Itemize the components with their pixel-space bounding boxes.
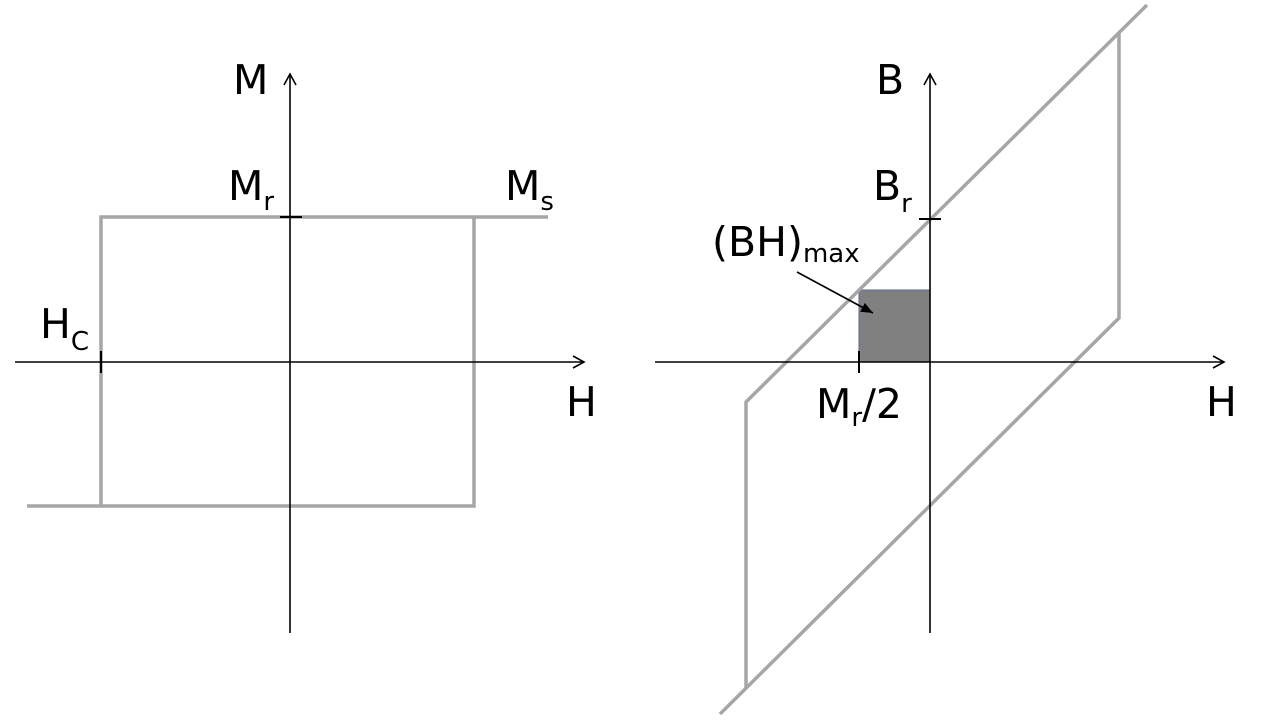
mr-label: Mr bbox=[228, 162, 274, 217]
right-diagram-bh: B H Br (BH)max Mr/2 bbox=[655, 3, 1237, 716]
mh-hysteresis-loop bbox=[27, 215, 548, 508]
bh-h-axis-label: H bbox=[1206, 378, 1237, 426]
bh-hysteresis-loop bbox=[744, 3, 1149, 688]
bh-hysteresis-loop-return bbox=[718, 33, 1121, 716]
br-label: Br bbox=[873, 162, 912, 219]
bh-max-pointer-arrow bbox=[796, 271, 874, 314]
left-diagram-mh: M H Mr Ms HC bbox=[15, 56, 597, 633]
bh-max-square bbox=[858, 289, 931, 363]
bh-max-label: (BH)max bbox=[712, 218, 860, 269]
bh-b-axis-label: B bbox=[876, 56, 904, 104]
mh-m-axis-label: M bbox=[233, 56, 268, 104]
hc-label: HC bbox=[40, 300, 89, 357]
ms-label: Ms bbox=[505, 162, 554, 217]
mh-h-axis-label: H bbox=[566, 378, 597, 426]
half-mr-label: Mr/2 bbox=[816, 380, 902, 433]
